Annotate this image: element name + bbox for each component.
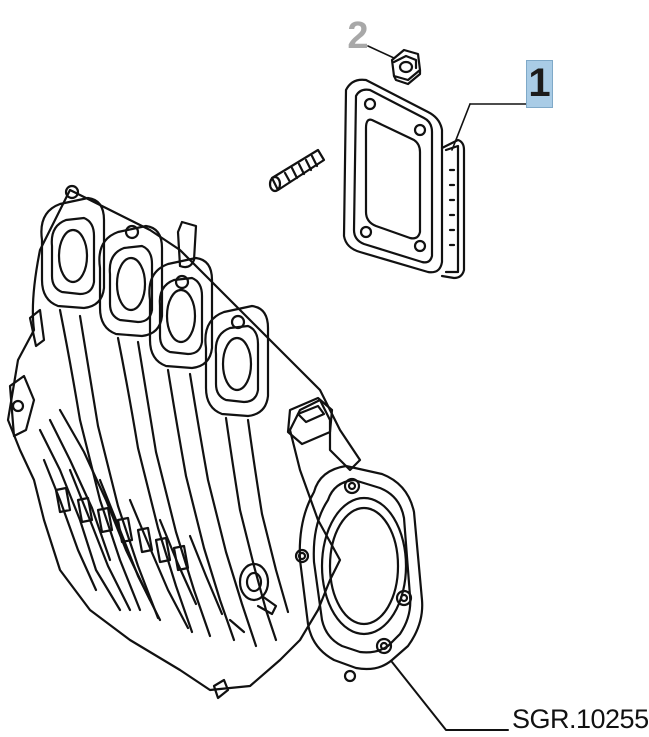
- runner-flange-4: [204, 304, 270, 418]
- threaded-stud: [268, 148, 326, 193]
- callout-1-label: 1: [528, 61, 551, 105]
- runner-flange-1: [40, 184, 106, 310]
- callout-1-leader-diagonal: [451, 103, 471, 151]
- drawing-code-leader: [391, 661, 509, 731]
- intake-manifold-exploded-diagram: [6, 45, 527, 731]
- throttle-body-gasket: [342, 78, 466, 280]
- callout-1-badge: [526, 60, 553, 108]
- runner-flange-3: [148, 256, 214, 370]
- intake-manifold: [6, 184, 362, 700]
- callout-2-label: 2: [347, 15, 369, 57]
- runner-flange-2: [98, 224, 164, 338]
- drawing-code: SGR.10255: [512, 704, 649, 734]
- hex-nut: [390, 48, 422, 86]
- callout-2-leader: [367, 45, 395, 59]
- throttle-body-flange: [294, 464, 424, 683]
